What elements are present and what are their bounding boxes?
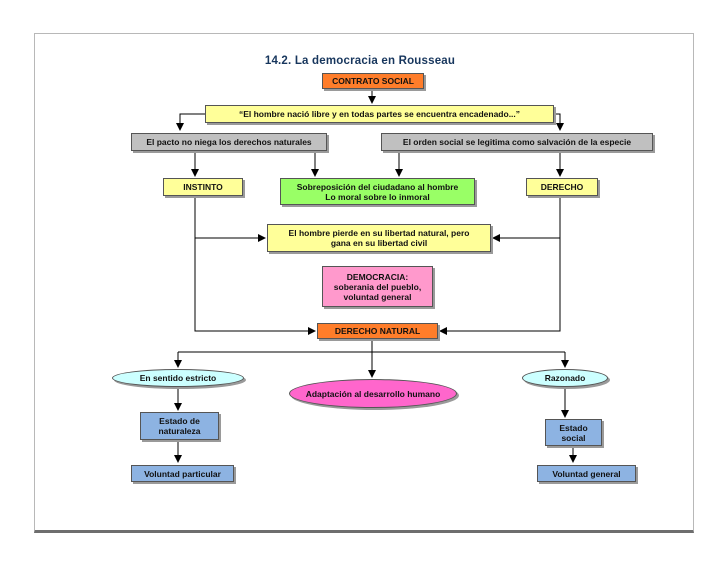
pacto-box: El pacto no niega los derechos naturales	[131, 133, 327, 151]
estado-naturaleza-box: Estado de naturaleza	[140, 412, 219, 440]
derecho-box: DERECHO	[526, 178, 598, 196]
sobreposicion-box: Sobreposición del ciudadano al hombre Lo…	[280, 178, 475, 205]
en-sentido-estricto-oval: En sentido estricto	[112, 369, 244, 387]
quote-box: “El hombre nació libre y en todas partes…	[205, 105, 554, 123]
voluntad-particular-box: Voluntad particular	[131, 465, 234, 482]
democracia-box: DEMOCRACIA: soberania del pueblo, volunt…	[322, 266, 433, 307]
derecho-natural-box: DERECHO NATURAL	[317, 323, 438, 339]
diagram-title: 14.2. La democracia en Rousseau	[264, 55, 456, 67]
razonado-oval: Razonado	[522, 369, 608, 387]
instinto-box: INSTINTO	[163, 178, 243, 196]
voluntad-general-box: Voluntad general	[537, 465, 636, 482]
contrato-social-box: CONTRATO SOCIAL	[322, 73, 424, 89]
adaptacion-oval: Adaptación al desarrollo humano	[289, 379, 457, 408]
estado-social-box: Estado social	[545, 419, 602, 446]
pierde-libertad-box: El hombre pierde en su libertad natural,…	[267, 224, 491, 252]
orden-box: El orden social se legitima como salvaci…	[381, 133, 653, 151]
